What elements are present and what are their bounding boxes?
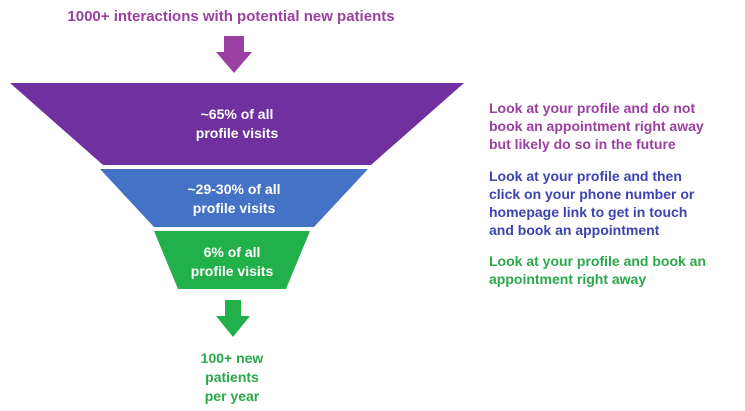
stage-1-label-line-2: profile visits bbox=[195, 125, 279, 141]
stage-2-label: ~29-30% of all profile visits bbox=[134, 180, 334, 218]
stage-2-description-line-2: click on your phone number or bbox=[489, 186, 695, 202]
funnel-stage-1 bbox=[10, 83, 464, 165]
stage-1-label-line-1: ~65% of all bbox=[200, 106, 274, 122]
stage-2-description-line-3: homepage link to get in touch bbox=[489, 204, 688, 220]
bottom-label-line-2: patients bbox=[205, 369, 259, 385]
top-label: 1000+ interactions with potential new pa… bbox=[67, 8, 395, 25]
bottom-label: 100+ new patients per year bbox=[170, 349, 294, 406]
stage-3-label-line-1: 6% of all bbox=[203, 244, 261, 260]
stage-2-label-line-2: profile visits bbox=[192, 200, 276, 216]
bottom-arrow-icon bbox=[216, 300, 250, 337]
stage-2-description: Look at your profile and then click on y… bbox=[489, 167, 729, 239]
stage-3-label-line-2: profile visits bbox=[190, 263, 274, 279]
bottom-label-line-3: per year bbox=[204, 388, 260, 404]
stage-1-label: ~65% of all profile visits bbox=[137, 105, 337, 143]
funnel-stage-3 bbox=[154, 231, 310, 289]
stage-3-description-line-2: appointment right away bbox=[489, 271, 647, 287]
funnel-stage-2 bbox=[100, 169, 368, 227]
stage-3-description-line-1: Look at your profile and book an bbox=[489, 253, 707, 269]
stage-1-description-line-1: Look at your profile and do not bbox=[489, 100, 696, 116]
stage-2-description-line-1: Look at your profile and then bbox=[489, 168, 682, 184]
stage-2-label-line-1: ~29-30% of all bbox=[187, 181, 281, 197]
stage-2-description-line-4: and book an appointment bbox=[489, 222, 660, 238]
stage-1-description-line-3: but likely do so in the future bbox=[489, 136, 676, 152]
bottom-label-line-1: 100+ new bbox=[200, 350, 264, 366]
stage-3-label: 6% of all profile visits bbox=[157, 243, 307, 281]
stage-1-description-line-2: book an appointment right away bbox=[489, 118, 704, 134]
top-arrow-icon bbox=[216, 36, 252, 73]
stage-1-description: Look at your profile and do not book an … bbox=[489, 99, 729, 153]
stage-3-description: Look at your profile and book an appoint… bbox=[489, 252, 729, 288]
